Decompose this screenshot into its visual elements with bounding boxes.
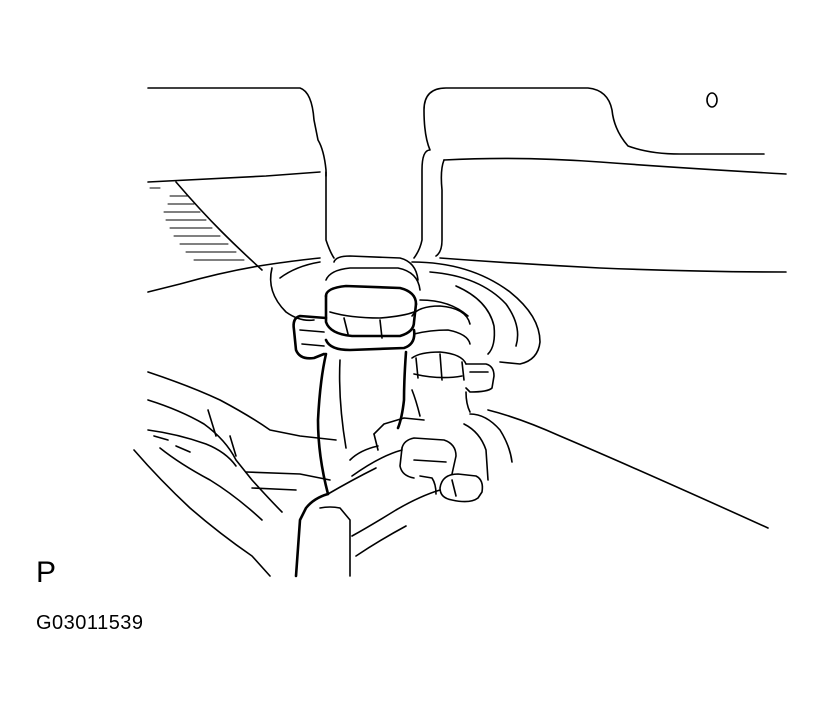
lower-bracket bbox=[349, 409, 769, 529]
view-label: P bbox=[36, 556, 57, 589]
figure-code: G03011539 bbox=[36, 612, 144, 634]
front-plate bbox=[294, 467, 441, 578]
lower-left-structure bbox=[133, 371, 337, 577]
hose bbox=[316, 350, 408, 496]
ribbed-panel bbox=[149, 181, 263, 271]
upper-housing bbox=[147, 87, 787, 293]
left-hose-clamp bbox=[292, 255, 421, 360]
reference-hole bbox=[706, 92, 718, 108]
right-hose-clamp bbox=[411, 305, 495, 417]
mounting-flange bbox=[269, 261, 541, 365]
